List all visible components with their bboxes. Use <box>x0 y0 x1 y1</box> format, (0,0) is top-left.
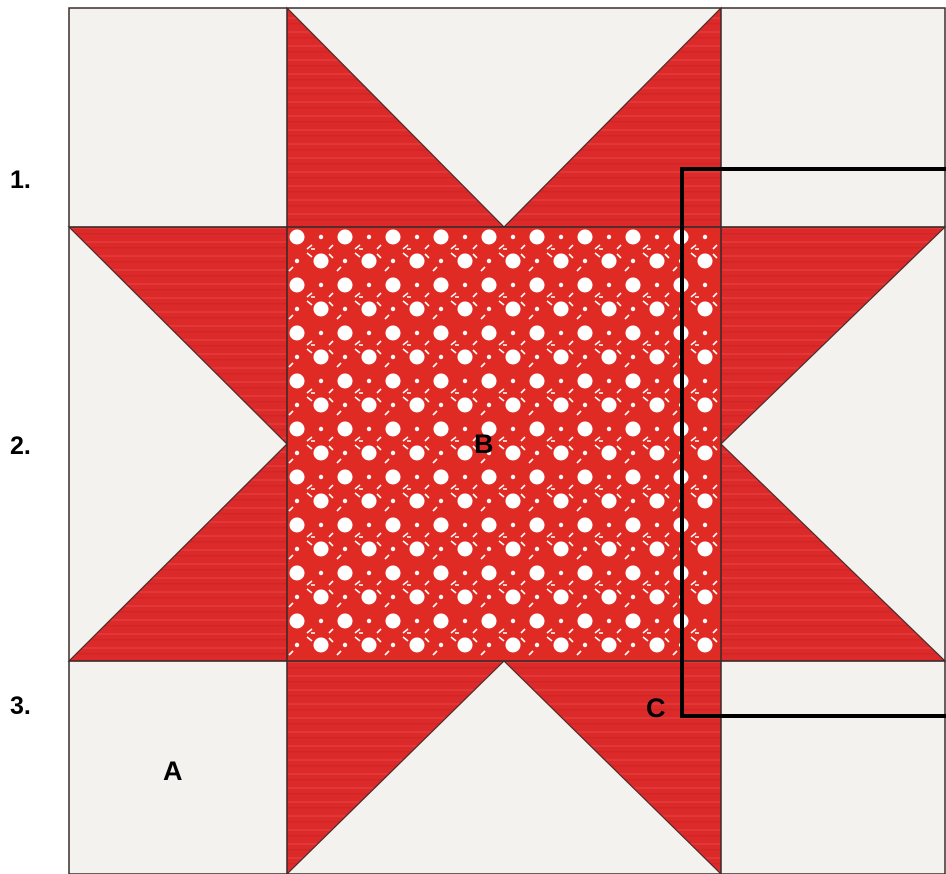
row-label-3: 3. <box>10 692 31 720</box>
piece-label-a: A <box>163 756 183 786</box>
piece-label-b: B <box>474 429 494 459</box>
piece-label-c: C <box>646 693 666 723</box>
row-label-1: 1. <box>10 166 31 194</box>
center-square <box>287 227 721 661</box>
row-label-2: 2. <box>10 432 31 460</box>
